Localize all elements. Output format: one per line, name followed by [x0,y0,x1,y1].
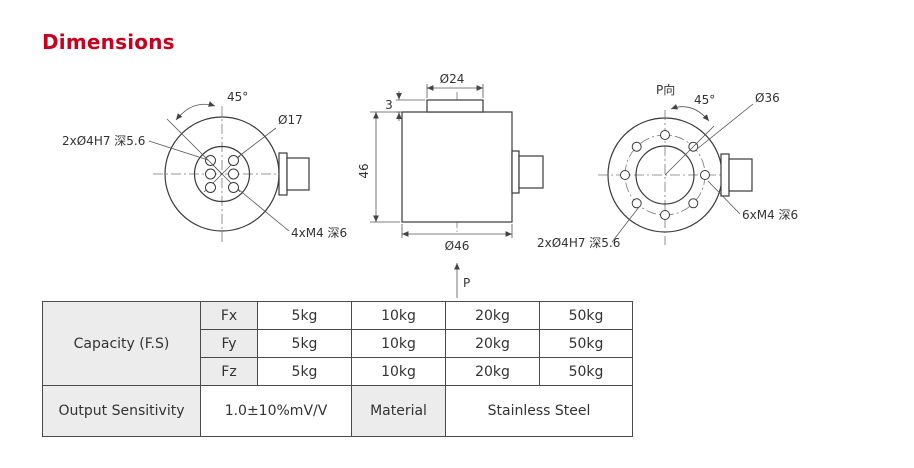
capacity-value: 50kg [539,329,633,358]
side-boss [426,99,484,113]
front-bore-leader [237,127,277,158]
rear-view-drawing: P向 45° Ø36 6xM4 深6 2xØ4H7 深5.6 [537,82,798,250]
rear-45-arc [670,104,710,122]
capacity-value: 5kg [257,329,352,358]
side-body [401,111,513,223]
side-view-drawing: Ø24 3 46 Ø46 P [357,72,544,298]
capacity-label-cell: Capacity (F.S) [42,301,201,386]
front-dowel-label: 2xØ4H7 深5.6 [62,134,145,148]
axis-fx-cell: Fx [200,301,258,330]
front-45-line [166,118,223,175]
capacity-value: 10kg [351,301,446,330]
spec-table: Capacity (F.S) Fx 5kg 10kg 20kg 50kg Fy … [42,301,633,437]
capacity-value: 50kg [539,301,633,330]
rear-dowel-label: 2xØ4H7 深5.6 [537,236,620,250]
rear-dowel-leader [611,206,640,243]
rear-bolt-dia-leader [696,103,754,150]
capacity-value: 10kg [351,357,446,386]
rear-tap-label: 6xM4 深6 [742,208,798,222]
table-row: Capacity (F.S) Fx 5kg 10kg 20kg 50kg [42,301,633,386]
rear-45-line [664,125,715,176]
output-sensitivity-value-cell: 1.0±10%mV/V [200,385,352,437]
table-row: Fz 5kg 10kg 20kg 50kg [43,357,633,386]
front-tap-label: 4xM4 深6 [291,226,347,240]
rear-connector-body [728,158,753,192]
output-sensitivity-label-cell: Output Sensitivity [42,385,201,437]
side-height-label: 46 [357,163,371,178]
capacity-value: 20kg [445,329,540,358]
capacity-value: 20kg [445,301,540,330]
capacity-value: 50kg [539,357,633,386]
side-step-label: 3 [385,98,393,112]
front-bore-label: Ø17 [278,113,303,127]
p-direction-label: P [463,276,470,290]
axis-fz-cell: Fz [200,357,258,386]
table-row: Output Sensitivity 1.0±10%mV/V Material … [42,385,633,437]
side-connector-body [518,155,544,189]
front-connector-body [286,157,310,191]
side-dia-label: Ø46 [445,239,470,253]
rear-view-name-label: P向 [656,82,675,97]
front-connector-stub [278,152,288,196]
front-45-arc [175,101,216,121]
rear-tap-leader [707,180,741,215]
capacity-value: 20kg [445,357,540,386]
front-view-drawing: 45° Ø17 2xØ4H7 深5.6 4xM4 深6 [62,90,347,243]
dimension-drawings: 45° Ø17 2xØ4H7 深5.6 4xM4 深6 Ø24 [62,72,798,298]
axis-fy-cell: Fy [200,329,258,358]
rear-connector-stub [720,153,730,197]
side-connector-stub [511,150,520,194]
capacity-value: 5kg [257,301,352,330]
side-top-dia-label: Ø24 [440,72,465,86]
capacity-value: 5kg [257,357,352,386]
front-angle-label: 45° [227,90,248,104]
front-dowel-leader [148,140,209,161]
material-value-cell: Stainless Steel [445,385,633,437]
material-label-cell: Material [351,385,446,437]
rear-angle-label: 45° [694,93,715,107]
page-title: Dimensions [42,30,175,54]
front-tap-leader [237,188,290,232]
capacity-value: 10kg [351,329,446,358]
rear-bolt-dia-label: Ø36 [755,91,780,105]
